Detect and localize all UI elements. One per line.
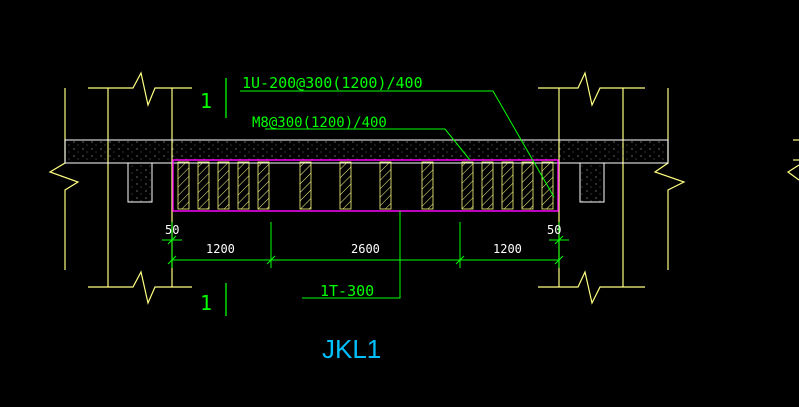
rebar-hatch-bar — [501, 161, 514, 210]
annotation-leaders — [240, 90, 555, 299]
rebar-hatch-bar — [217, 161, 230, 210]
rebar-hatch-bar — [339, 161, 352, 210]
rebar-hatch-bar — [481, 161, 494, 210]
rebar-outline — [172, 159, 559, 212]
dim-edge-right-label: 50 — [547, 223, 561, 237]
rebar-hatch-bar — [461, 161, 474, 210]
rebar-hatch-bar — [379, 161, 392, 210]
rebar-hatch-bar — [421, 161, 434, 210]
section-mark-bottom-label: 1 — [200, 291, 212, 315]
rebar-hatch-bar — [299, 161, 312, 210]
bottom-spec-label: 1T-300 — [320, 282, 374, 300]
rebar-hatch-bar — [257, 161, 270, 210]
rebar-hatch-bar — [521, 161, 534, 210]
section-mark-top: 1 — [200, 78, 227, 118]
dim-edge-left-label: 50 — [165, 223, 179, 237]
dim-seg-mid-label: 2600 — [351, 242, 380, 256]
rebar-hatch-bar — [177, 161, 190, 210]
section-mark-top-label: 1 — [200, 89, 212, 113]
left-column — [48, 71, 192, 305]
stirrup-spec-label: 1U-200@300(1200)/400 — [242, 74, 423, 92]
dim-seg-right-label: 1200 — [493, 242, 522, 256]
rebar-block — [172, 159, 559, 212]
dimension-line — [162, 222, 569, 268]
right-column — [538, 71, 686, 305]
concrete-slab — [64, 139, 669, 203]
rebar-hatch-bar — [237, 161, 250, 210]
bar-spec-label: M8@300(1200)/400 — [252, 115, 387, 131]
section-mark-bottom: 1 — [200, 283, 227, 316]
far-right-partial-column — [786, 139, 799, 181]
drawing-title: JKL1 — [322, 334, 381, 364]
rebar-hatch-bar — [197, 161, 210, 210]
dim-seg-left-label: 1200 — [206, 242, 235, 256]
